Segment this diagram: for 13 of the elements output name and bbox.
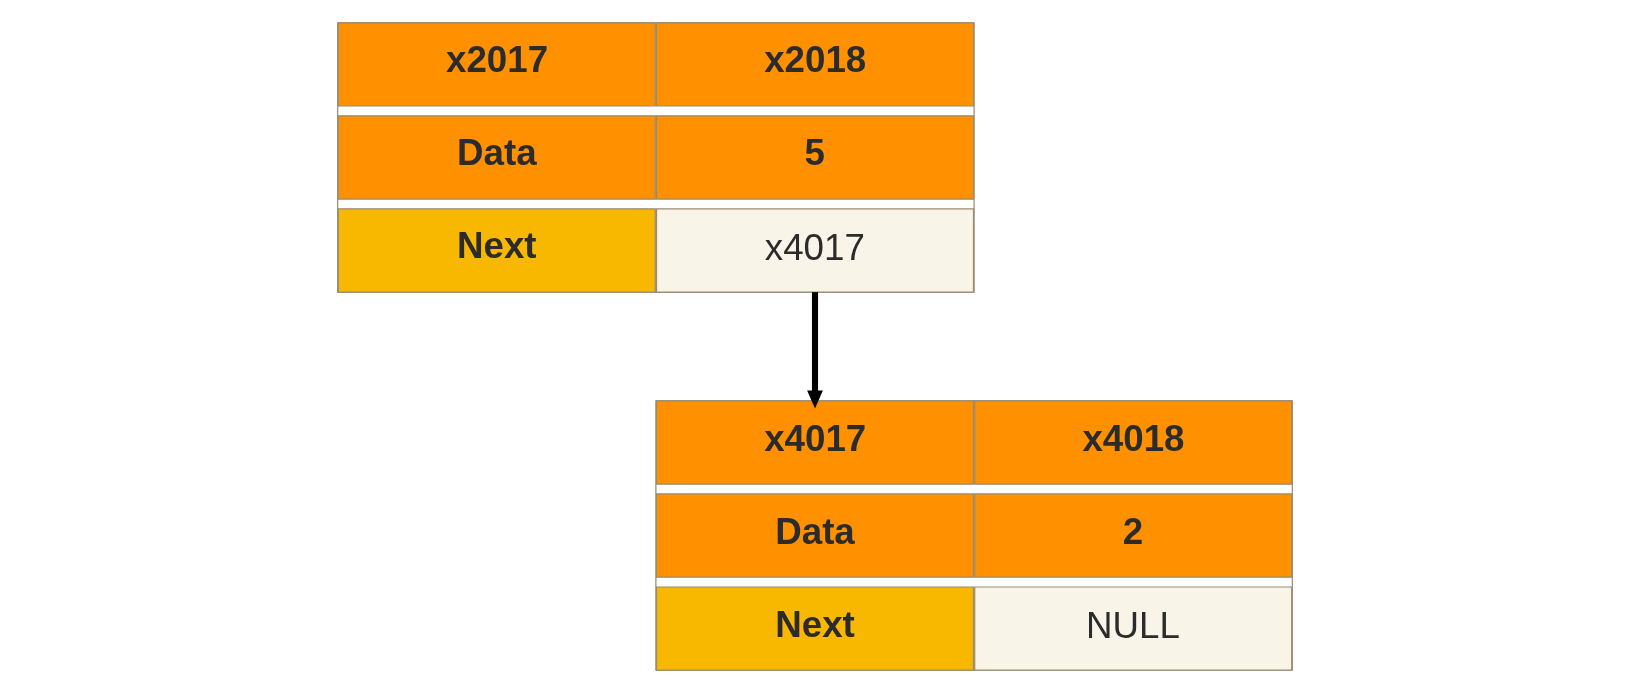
node-box: x4017 <box>655 400 975 485</box>
node-box: x4018 <box>974 400 1293 485</box>
node-box: Next <box>655 586 975 671</box>
arrow <box>807 292 823 409</box>
node-box: Data <box>655 493 975 578</box>
node-box: x4017 <box>655 208 975 293</box>
node-box: Data <box>337 115 656 200</box>
node-box: 2 <box>974 493 1293 578</box>
node-box: Next <box>337 208 656 293</box>
node-box: NULL <box>974 586 1293 671</box>
node-box: x2017 <box>337 22 656 107</box>
node-box: 5 <box>655 115 975 200</box>
node-box: x2018 <box>655 22 975 107</box>
